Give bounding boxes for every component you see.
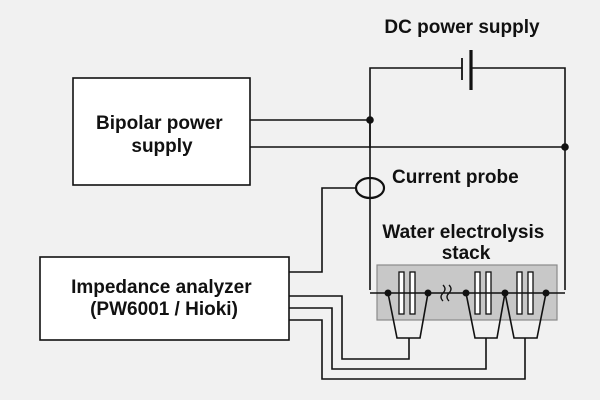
bipolar-output-wires [250, 116, 569, 151]
bipolar-power-supply-label: Bipolar power supply [96, 113, 228, 157]
dc-power-supply-label: DC power supply [384, 17, 540, 38]
analyzer-sense-cables [289, 295, 526, 380]
stack-label: Water electrolysis stack [382, 222, 549, 264]
current-probe-label: Current probe [392, 167, 519, 188]
bipolar-power-supply-box [72, 77, 251, 186]
impedance-analyzer-box [39, 256, 290, 341]
probe-cable [289, 187, 357, 273]
impedance-analyzer-label: Impedance analyzer (PW6001 / Hioki) [71, 277, 257, 320]
stack-cells [370, 271, 565, 315]
